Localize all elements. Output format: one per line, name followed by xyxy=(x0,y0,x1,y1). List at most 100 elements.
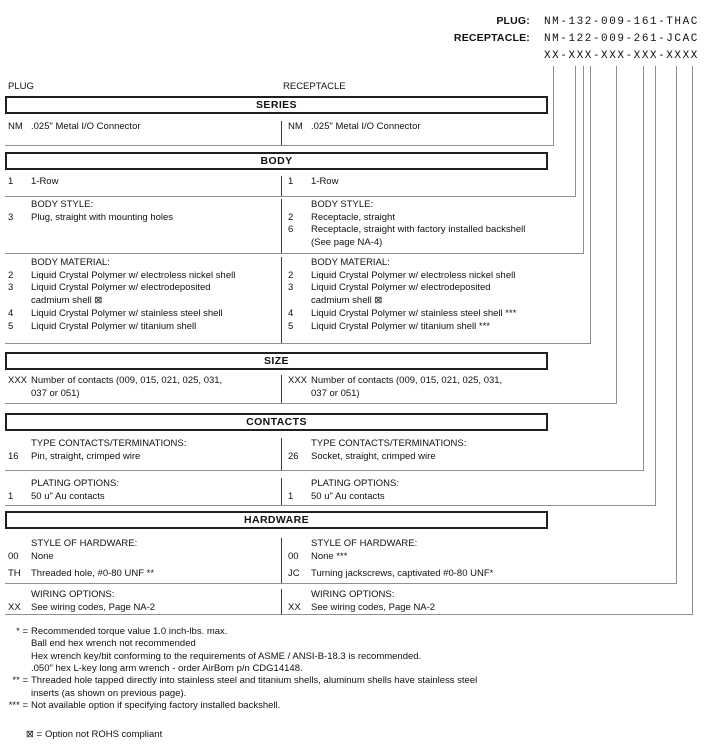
plug-column-label: PLUG xyxy=(8,81,34,92)
series-section-header: SERIES xyxy=(5,96,548,114)
body-rows-plug-column: 1 1-Row xyxy=(5,176,281,196)
option-desc: Liquid Crystal Polymer w/ stainless stee… xyxy=(31,307,223,319)
option-code xyxy=(288,438,311,451)
size-plug-column: XXX Number of contacts (009, 015, 021, 0… xyxy=(5,375,281,403)
footnote-marker xyxy=(0,688,28,700)
size-block: XXX Number of contacts (009, 015, 021, 0… xyxy=(5,375,548,403)
table-row: 2 Receptacle, straight xyxy=(288,212,548,225)
group-title-row: STYLE OF HARDWARE: xyxy=(288,538,548,551)
option-code: 1 xyxy=(288,176,294,187)
table-row: TH Threaded hole, #0-80 UNF ** xyxy=(8,568,281,581)
group-title: TYPE CONTACTS/TERMINATIONS: xyxy=(311,438,467,449)
receptacle-part-number-row: RECEPTACLE: NM-122-009-261-JCAC xyxy=(408,32,699,49)
connector-body-style-line xyxy=(583,66,584,254)
table-row: cadmium shell ⊠ xyxy=(8,295,281,308)
table-row: 2 Liquid Crystal Polymer w/ electroless … xyxy=(8,270,281,283)
option-desc: None xyxy=(31,550,54,562)
footnote-text: Ball end hex wrench not recommended xyxy=(31,638,196,650)
table-row: 1 1-Row xyxy=(288,176,548,189)
group-title: PLATING OPTIONS: xyxy=(31,478,119,489)
series-receptacle-column: NM .025" Metal I/O Connector xyxy=(281,121,548,145)
footnote-marker xyxy=(0,651,28,663)
footnote-line: .050" hex L-key long arm wrench - order … xyxy=(0,663,668,675)
group-title: BODY MATERIAL: xyxy=(311,257,390,268)
group-title: BODY STYLE: xyxy=(311,199,374,210)
option-code: 1 xyxy=(8,176,14,187)
contacts-type-receptacle-column: TYPE CONTACTS/TERMINATIONS: 26 Socket, s… xyxy=(281,438,548,470)
option-code xyxy=(288,199,311,212)
receptacle-part-number-value: NM-122-009-261-JCAC xyxy=(544,33,699,46)
option-code: 2 xyxy=(8,269,14,281)
plating-block: PLATING OPTIONS: 1 50 u" Au contacts PLA… xyxy=(5,478,548,505)
option-code xyxy=(8,199,31,212)
option-code: XXX xyxy=(288,375,308,386)
option-desc: Socket, straight, crimped wire xyxy=(311,450,436,462)
option-desc: Liquid Crystal Polymer w/ stainless stee… xyxy=(311,307,517,319)
table-row: 2 Liquid Crystal Polymer w/ electroless … xyxy=(288,270,548,283)
group-title-row: TYPE CONTACTS/TERMINATIONS: xyxy=(288,438,548,451)
option-desc: Liquid Crystal Polymer w/ titanium shell… xyxy=(311,320,490,332)
option-code xyxy=(8,295,31,308)
option-code: 5 xyxy=(288,320,294,332)
part-number-pattern-row: XX-XXX-XXX-XXX-XXXX xyxy=(408,50,699,67)
group-title: WIRING OPTIONS: xyxy=(311,589,395,600)
hardware-style-receptacle-column: STYLE OF HARDWARE: 00 None *** JC Turnin… xyxy=(281,538,548,583)
option-desc: cadmium shell ⊠ xyxy=(311,295,383,307)
option-code: NM xyxy=(8,121,23,132)
option-desc: None *** xyxy=(311,550,348,562)
plating-receptacle-column: PLATING OPTIONS: 1 50 u" Au contacts xyxy=(281,478,548,505)
option-code xyxy=(288,257,311,270)
option-code: 1 xyxy=(8,490,14,502)
option-desc: Plug, straight with mounting holes xyxy=(31,211,174,223)
option-desc: 037 or 051) xyxy=(311,387,360,399)
table-row: cadmium shell ⊠ xyxy=(288,295,548,308)
option-code: 3 xyxy=(8,211,14,223)
body-section-header: BODY xyxy=(5,152,548,170)
table-row: 1 1-Row xyxy=(8,176,281,189)
group-title-row: STYLE OF HARDWARE: xyxy=(8,538,281,551)
footnote-marker xyxy=(0,663,28,675)
group-title-row: PLATING OPTIONS: xyxy=(288,478,548,491)
option-code: 26 xyxy=(288,450,299,462)
table-row: XX See wiring codes, Page NA-2 xyxy=(8,602,281,615)
group-title-row: PLATING OPTIONS: xyxy=(8,478,281,491)
series-block: NM .025" Metal I/O Connector NM .025" Me… xyxy=(5,121,548,145)
body-rows-receptacle-column: 1 1-Row xyxy=(281,176,548,196)
option-desc: cadmium shell ⊠ xyxy=(31,295,103,307)
connector-size-line xyxy=(616,66,617,404)
option-code: 4 xyxy=(288,307,294,319)
series-plug-column: NM .025" Metal I/O Connector xyxy=(5,121,281,145)
option-code xyxy=(8,388,31,401)
body-material-receptacle-column: BODY MATERIAL: 2 Liquid Crystal Polymer … xyxy=(281,257,548,343)
option-code xyxy=(288,388,311,401)
option-desc: 1-Row xyxy=(31,176,59,187)
option-desc: Liquid Crystal Polymer w/ electroless ni… xyxy=(311,269,516,281)
option-code: XX xyxy=(8,601,21,613)
option-desc: 037 or 051) xyxy=(31,387,80,399)
option-code xyxy=(288,478,311,491)
group-title: BODY STYLE: xyxy=(31,199,94,210)
option-code xyxy=(8,589,31,602)
body-material-block: BODY MATERIAL: 2 Liquid Crystal Polymer … xyxy=(5,257,548,343)
rohs-note: ⊠ = Option not ROHS compliant xyxy=(16,729,162,742)
option-desc: Threaded hole, #0-80 UNF ** xyxy=(31,567,155,579)
group-title-row: BODY MATERIAL: xyxy=(8,257,281,270)
connector-body-material-line xyxy=(590,66,591,344)
option-code: JC xyxy=(288,567,300,579)
body-style-block: BODY STYLE: 3 Plug, straight with mounti… xyxy=(5,199,548,253)
option-desc: See wiring codes, Page NA-2 xyxy=(311,601,436,613)
option-code: 2 xyxy=(288,269,294,281)
option-code: 1 xyxy=(288,490,294,502)
option-desc: Liquid Crystal Polymer w/ electroless ni… xyxy=(31,269,236,281)
hardware-style-divider-line xyxy=(5,583,676,584)
footnote-line: Ball end hex wrench not recommended xyxy=(0,638,668,650)
table-row: 5 Liquid Crystal Polymer w/ titanium she… xyxy=(8,321,281,334)
table-row: 037 or 051) xyxy=(8,388,281,401)
plug-part-number-label: PLUG: xyxy=(496,15,530,27)
group-title: PLATING OPTIONS: xyxy=(311,478,399,489)
option-code: XXX xyxy=(8,375,28,386)
footnote-marker: *** = xyxy=(8,700,28,712)
option-code: 4 xyxy=(8,307,14,319)
size-divider-line xyxy=(5,403,616,404)
table-row: 1 50 u" Au contacts xyxy=(288,491,548,504)
